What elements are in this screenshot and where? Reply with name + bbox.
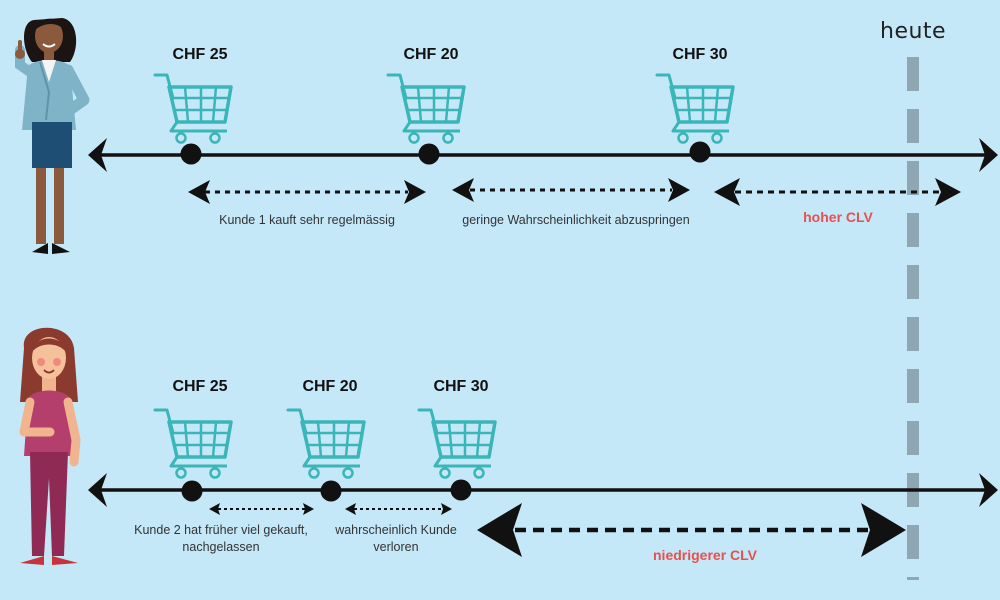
woman-smiling-illustration [19, 327, 81, 565]
interval-arrow-4 [345, 503, 452, 515]
today-label: heute [880, 19, 947, 44]
shopping-cart-icon [417, 408, 497, 480]
clv-label-low: niedrigerer CLV [653, 547, 757, 563]
timeline-customer-1 [88, 138, 998, 172]
note-past-line-1: Kunde 2 hat früher viel gekauft, [134, 523, 308, 537]
shopping-cart-icon [655, 73, 735, 145]
shopping-cart-icon [386, 73, 466, 145]
purchase-dot [320, 480, 342, 502]
price-label: CHF 20 [403, 46, 459, 63]
interval-arrow-1 [188, 180, 426, 204]
note-lost-line-2: verloren [373, 539, 419, 554]
timeline-customer-2 [88, 473, 998, 507]
price-label: CHF 25 [172, 46, 228, 63]
price-label: CHF 30 [433, 378, 489, 395]
clv-arrow-low [477, 503, 906, 557]
price-label: CHF 25 [172, 378, 228, 395]
note-regular-buyer: Kunde 1 kauft sehr regelmässig [219, 213, 395, 227]
purchase-dot [181, 480, 203, 502]
note-past-buyer: Kunde 2 hat früher viel gekauft, nachgel… [134, 522, 308, 556]
purchase-dot [450, 479, 472, 501]
shopping-cart-icon [153, 408, 233, 480]
price-label: CHF 30 [672, 46, 728, 63]
shopping-cart-icon [286, 408, 366, 480]
purchase-dot [689, 141, 711, 163]
interval-arrow-3 [209, 503, 314, 515]
interval-arrow-2 [452, 178, 690, 202]
purchase-dot [180, 143, 202, 165]
note-lost-line-1: wahrscheinlich Kunde [335, 523, 457, 537]
woman-pointing-illustration [15, 18, 90, 254]
price-label: CHF 20 [302, 378, 358, 395]
clv-label-high: hoher CLV [803, 209, 873, 225]
purchase-dot [418, 143, 440, 165]
clv-arrow-high [714, 178, 961, 206]
note-lost-customer: wahrscheinlich Kunde verloren [335, 522, 457, 556]
shopping-cart-icon [153, 73, 233, 145]
note-low-churn: geringe Wahrscheinlichkeit abzuspringen [462, 213, 690, 227]
note-past-line-2: nachgelassen [182, 539, 260, 554]
